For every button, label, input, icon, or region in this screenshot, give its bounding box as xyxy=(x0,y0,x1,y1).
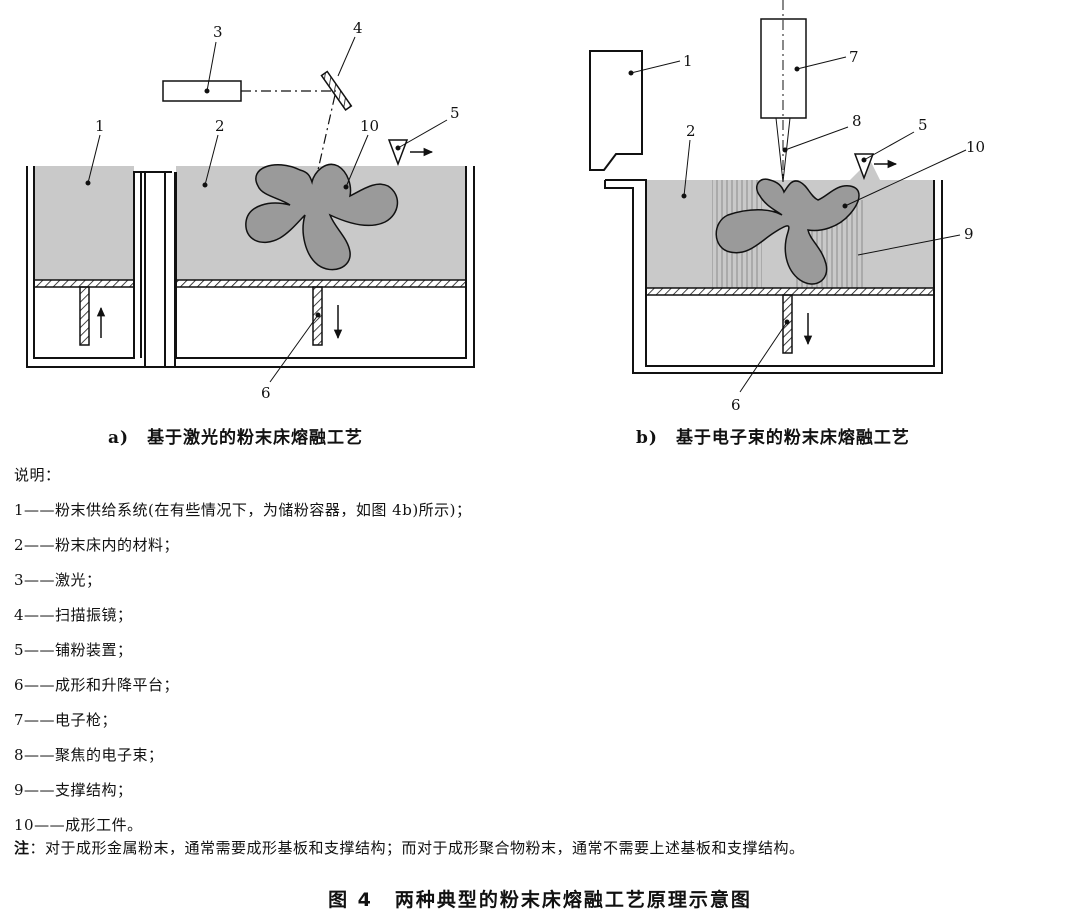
legend-item-num: 9 xyxy=(14,781,25,799)
callout-8-b: 8 xyxy=(852,112,862,130)
callout-10-b: 10 xyxy=(966,138,985,156)
legend-item-num: 3 xyxy=(14,571,25,589)
caption-b-prefix: b) xyxy=(636,428,658,448)
legend-item-num: 8 xyxy=(14,746,25,764)
caption-a-text: 基于激光的粉末床熔融工艺 xyxy=(147,428,364,448)
legend-item-text: 粉末床内的材料； xyxy=(55,536,180,554)
powder-supply-fill xyxy=(34,166,134,280)
legend-item-num: 7 xyxy=(14,711,25,729)
legend-heading: 说明： xyxy=(14,466,61,484)
callout-2-b: 2 xyxy=(686,122,696,140)
caption-b: b) 基于电子束的粉末床熔融工艺 xyxy=(636,423,910,448)
legend-item-text: 成形工件。 xyxy=(65,816,143,834)
recoater-b xyxy=(853,153,875,181)
callout-6-a: 6 xyxy=(261,384,271,402)
panel-b-ebeam-pbf: 1 2 5 6 7 8 9 10 xyxy=(589,0,985,414)
legend: 说明： 1——粉末供给系统(在有些情况下，为储粉容器，如图 4b)所示)；2——… xyxy=(14,458,472,843)
legend-item-dash: —— xyxy=(24,676,56,694)
supply-piston-rod xyxy=(79,286,90,346)
scan-mirror xyxy=(320,70,353,111)
legend-item: 2——粉末床内的材料； xyxy=(14,528,472,563)
legend-item-dash: —— xyxy=(24,746,56,764)
figure-title: 图 4 两种典型的粉末床熔融工艺原理示意图 xyxy=(0,885,1080,912)
caption-a: a) 基于激光的粉末床熔融工艺 xyxy=(108,423,363,448)
laser-source-box xyxy=(162,80,242,102)
legend-item-text: 电子枪； xyxy=(55,711,118,729)
legend-item: 1——粉末供给系统(在有些情况下，为储粉容器，如图 4b)所示)； xyxy=(14,493,472,528)
callout-7-b: 7 xyxy=(849,48,859,66)
legend-item: 10——成形工件。 xyxy=(14,808,472,843)
legend-item: 8——聚焦的电子束； xyxy=(14,738,472,773)
callout-10-a: 10 xyxy=(360,117,379,135)
process-schematic-diagram: 1 2 3 4 5 6 10 xyxy=(26,0,985,414)
legend-item-num: 1 xyxy=(14,501,25,519)
callout-6-b: 6 xyxy=(731,396,741,414)
legend-item-dash: —— xyxy=(34,816,66,834)
legend-list: 1——粉末供给系统(在有些情况下，为储粉容器，如图 4b)所示)；2——粉末床内… xyxy=(14,493,472,843)
callout-2-a: 2 xyxy=(215,117,225,135)
legend-item: 7——电子枪； xyxy=(14,703,472,738)
legend-item-num: 4 xyxy=(14,606,25,624)
legend-item-dash: —— xyxy=(24,501,56,519)
note: 注：对于成形金属粉末，通常需要成形基板和支撑结构；而对于成形聚合物粉末，通常不需… xyxy=(14,837,805,858)
callout-5-b: 5 xyxy=(918,116,928,134)
legend-item: 3——激光； xyxy=(14,563,472,598)
supply-piston-plate xyxy=(33,279,135,288)
container-outline-b xyxy=(604,179,943,374)
legend-item-num: 5 xyxy=(14,641,25,659)
legend-item-text: 成形和升降平台； xyxy=(55,676,180,694)
legend-item-dash: —— xyxy=(24,536,56,554)
legend-item-dash: —— xyxy=(24,641,56,659)
build-platform-b xyxy=(645,287,935,296)
callout-1-a: 1 xyxy=(95,117,105,135)
legend-item-text: 铺粉装置； xyxy=(55,641,133,659)
figure-number: 图 4 xyxy=(328,889,373,911)
caption-a-prefix: a) xyxy=(108,428,130,448)
legend-item-num: 2 xyxy=(14,536,25,554)
note-text: ：对于成形金属粉末，通常需要成形基板和支撑结构；而对于成形聚合物粉末，通常不需要… xyxy=(29,839,805,857)
legend-item: 9——支撑结构； xyxy=(14,773,472,808)
legend-item: 5——铺粉装置； xyxy=(14,633,472,668)
callout-4-a: 4 xyxy=(353,19,363,37)
legend-item-dash: —— xyxy=(24,571,56,589)
legend-item: 4——扫描振镜； xyxy=(14,598,472,633)
legend-item-num: 10 xyxy=(14,816,35,834)
legend-item-dash: —— xyxy=(24,781,56,799)
legend-item-text: 支撑结构； xyxy=(55,781,133,799)
callout-1-b: 1 xyxy=(683,52,693,70)
build-platform-a xyxy=(175,279,467,288)
callout-9-b: 9 xyxy=(964,225,974,243)
note-label: 注 xyxy=(14,839,30,857)
legend-item-text: 聚焦的电子束； xyxy=(55,746,164,764)
figure-title-text: 两种典型的粉末床熔融工艺原理示意图 xyxy=(394,889,752,911)
legend-item-text: 扫描振镜； xyxy=(55,606,133,624)
legend-item-text: 粉末供给系统(在有些情况下，为储粉容器，如图 4b)所示)； xyxy=(55,501,472,519)
legend-item-dash: —— xyxy=(24,606,56,624)
legend-item-num: 6 xyxy=(14,676,25,694)
caption-b-text: 基于电子束的粉末床熔融工艺 xyxy=(675,428,910,448)
workpiece-a xyxy=(245,163,399,271)
workpiece-b xyxy=(715,178,860,285)
callout-3-a: 3 xyxy=(213,23,223,41)
legend-item-text: 激光； xyxy=(55,571,102,589)
legend-item: 6——成形和升降平台； xyxy=(14,668,472,703)
legend-item-dash: —— xyxy=(24,711,56,729)
recoater-a xyxy=(387,139,409,167)
panel-a-laser-pbf: 1 2 3 4 5 6 10 xyxy=(26,19,475,402)
powder-hopper xyxy=(589,50,643,171)
callout-5-a: 5 xyxy=(450,104,460,122)
